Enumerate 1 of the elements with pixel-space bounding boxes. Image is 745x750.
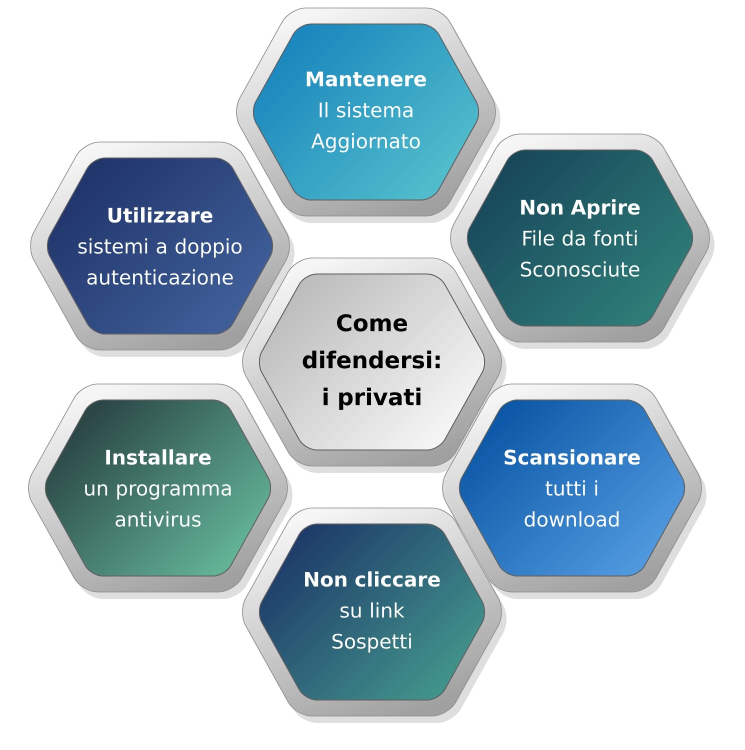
- hexagon: Non cliccare su link Sospetti: [242, 508, 506, 723]
